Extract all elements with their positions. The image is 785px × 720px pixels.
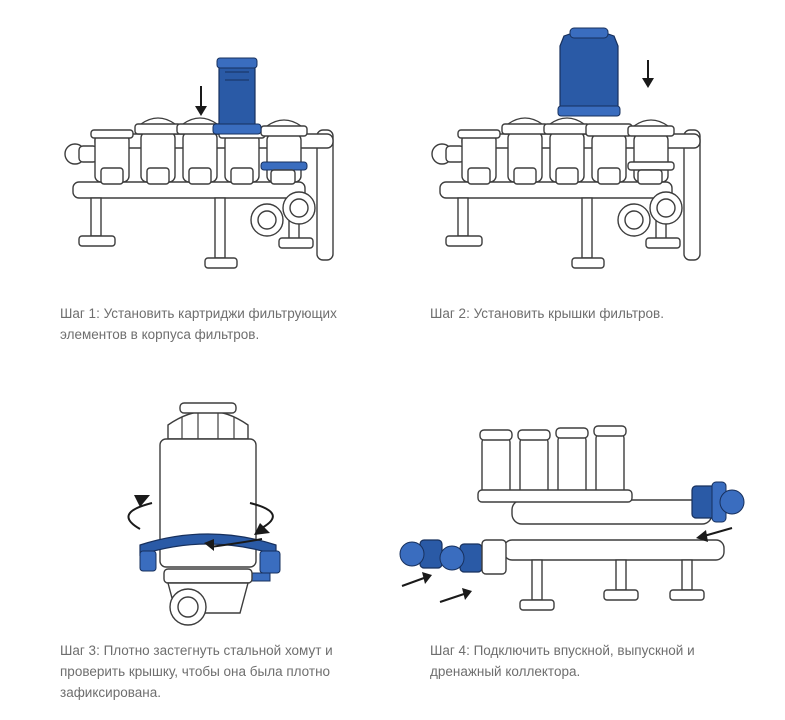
filter-housing-drawing <box>127 402 281 626</box>
step-1-caption: Шаг 1: Установить картриджи фильтрующих … <box>60 306 337 342</box>
filter-cover-icon <box>557 27 621 117</box>
step-4-caption: Шаг 4: Подключить впускной, выпускной и … <box>430 643 695 679</box>
step-3: Шаг 3: Плотно застегнуть стальной хомут … <box>0 360 392 720</box>
filter-battery-drawing <box>64 57 334 269</box>
step-1: Шаг 1: Установить картриджи фильтрующих … <box>0 0 392 360</box>
down-arrow-icon <box>195 86 207 116</box>
step-4: Шаг 4: Подключить впускной, выпускной и … <box>392 360 785 720</box>
step-2-caption: Шаг 2: Установить крышки фильтров. <box>430 306 664 321</box>
step-3-illustration <box>110 395 310 635</box>
inlet-connector-icon <box>399 539 507 575</box>
step-3-caption: Шаг 3: Плотно застегнуть стальной хомут … <box>60 643 333 700</box>
step-2: Шаг 2: Установить крышки фильтров. <box>392 0 785 360</box>
cartridge-icon <box>212 57 262 135</box>
step-4-illustration <box>392 420 772 630</box>
step-1-illustration <box>55 50 355 280</box>
filter-battery-drawing <box>431 27 701 269</box>
flow-arrow-icon <box>401 527 733 603</box>
step-2-illustration <box>422 20 722 280</box>
outlet-connector-icon <box>691 481 745 523</box>
assembled-battery-drawing <box>399 425 745 611</box>
rotate-arrow-icon <box>127 495 274 551</box>
down-arrow-icon <box>642 60 654 88</box>
